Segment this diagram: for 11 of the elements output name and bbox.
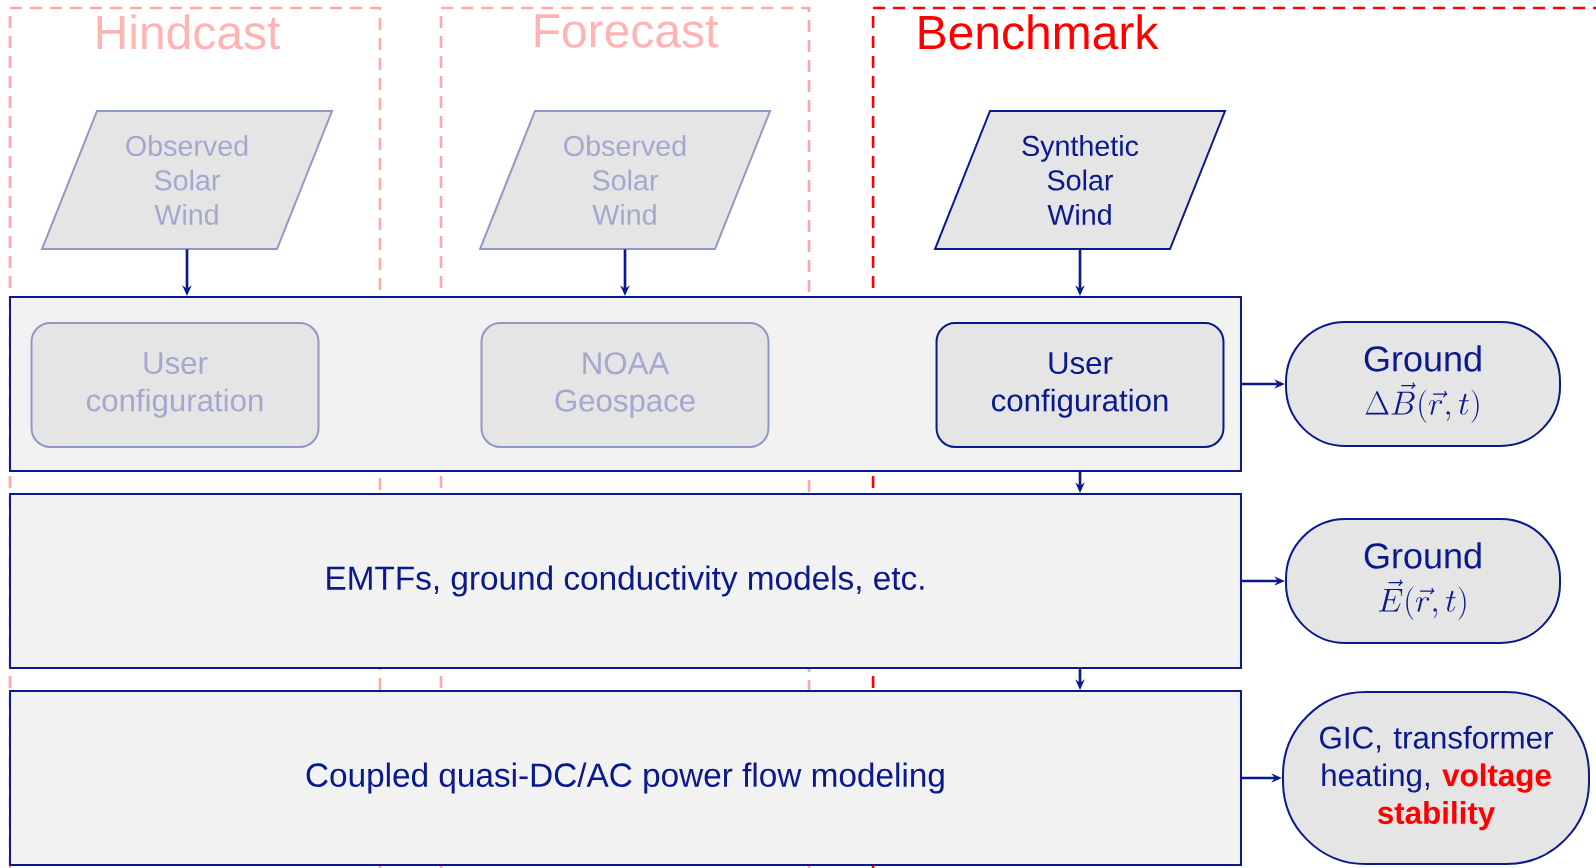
output-terminal: GIC, transformer heating, voltage stability <box>1282 691 1590 865</box>
output-terminal: Ground $\Delta\vec{B}(\vec{r},t)$ <box>1285 321 1561 447</box>
process-box: User configuration <box>935 322 1225 448</box>
process-band: Coupled quasi-DC/AC power flow modeling <box>9 690 1242 866</box>
process-band: EMTFs, ground conductivity models, etc. <box>9 493 1242 669</box>
process-box: NOAA Geospace <box>480 322 770 448</box>
column-heading: Benchmark <box>919 14 1159 50</box>
output-terminal: Ground $\vec{E}(\vec{r},t)$ <box>1285 518 1561 644</box>
process-box: User configuration <box>30 322 320 448</box>
column-heading: Hindcast <box>97 14 280 50</box>
column-heading: Forecast <box>535 14 718 48</box>
